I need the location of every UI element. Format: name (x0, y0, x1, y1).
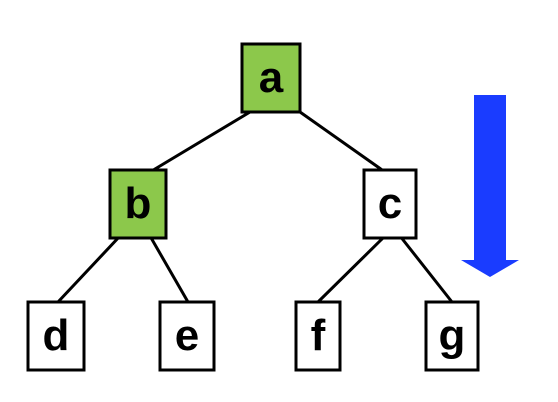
node-label-b: b (125, 179, 152, 228)
down-arrow-icon (461, 95, 519, 277)
edge-b-d (56, 234, 122, 304)
tree-node-g: g (424, 300, 480, 372)
tree-node-f: f (294, 300, 342, 372)
node-box-a (240, 42, 302, 114)
node-box-g (424, 300, 480, 372)
edge-b-e (148, 235, 190, 303)
node-label-f: f (311, 311, 326, 360)
edge-a-c (299, 110, 386, 174)
tree-node-c: c (362, 168, 418, 240)
edge-c-f (316, 234, 387, 304)
node-box-e (158, 300, 216, 372)
tree-node-d: d (26, 300, 86, 372)
tree-edges (56, 110, 454, 304)
node-box-c (362, 168, 418, 240)
tree-node-a: a (240, 42, 302, 114)
node-box-f (294, 300, 342, 372)
node-label-c: c (378, 179, 402, 228)
edge-a-b (149, 110, 251, 174)
node-box-b (108, 168, 168, 240)
node-label-g: g (439, 311, 466, 360)
edge-c-g (398, 235, 454, 303)
tree-node-b: b (108, 168, 168, 240)
node-box-d (26, 300, 86, 372)
node-label-d: d (43, 311, 70, 360)
down-arrow-head (461, 260, 519, 277)
tree-node-e: e (158, 300, 216, 372)
down-arrow-shaft (474, 95, 506, 261)
node-label-a: a (259, 53, 284, 102)
node-label-e: e (175, 311, 199, 360)
